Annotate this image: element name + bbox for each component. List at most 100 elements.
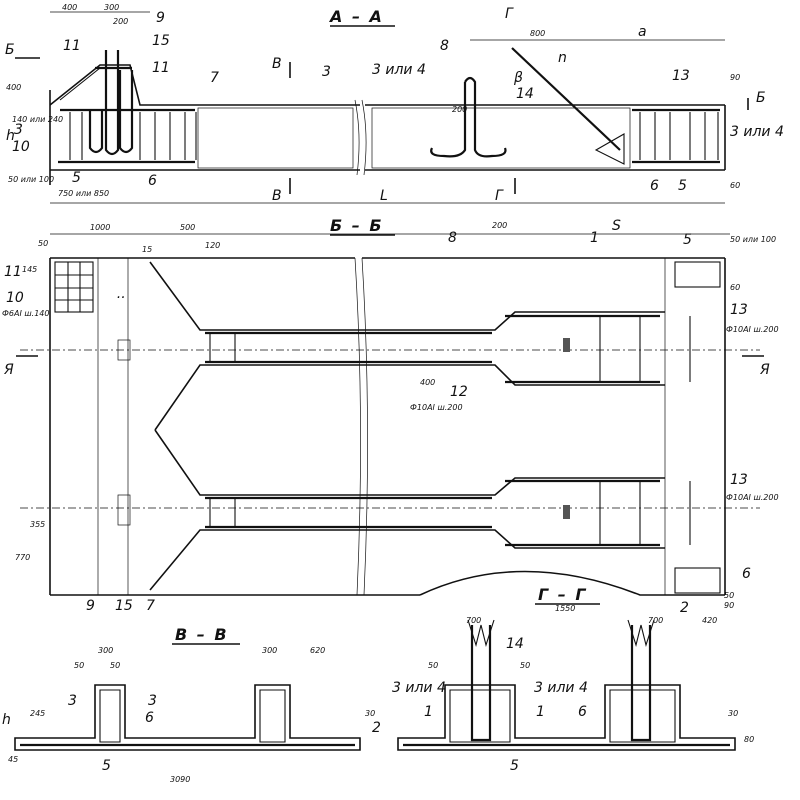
dim-800: 800: [530, 29, 545, 38]
note-13: Ф10АI ш.200: [726, 493, 779, 502]
inclined-rebar-14-end: [470, 625, 492, 742]
label-1: 1: [424, 704, 433, 720]
dim-620: 620: [310, 646, 325, 655]
dim-500: 500: [180, 223, 195, 232]
label-3: 3: [322, 64, 331, 80]
dim-50: 50: [110, 661, 120, 670]
dim-145: 145: [22, 265, 37, 274]
dim-30: 30: [728, 709, 738, 718]
dim-45: 45: [8, 755, 18, 764]
section-title-bb: Б – Б: [330, 216, 384, 235]
label-3: 3: [148, 693, 157, 709]
dim-400: 400: [62, 3, 77, 12]
break-line: [361, 99, 367, 176]
dim-700: 700: [466, 616, 481, 625]
section-title-vv: В – В: [175, 625, 229, 644]
loop-rebar: [88, 110, 104, 154]
inclined-rebar-end: [594, 133, 625, 165]
label-S: S: [612, 218, 621, 234]
cut-mark-v: В: [272, 188, 282, 204]
label-5: 5: [510, 758, 519, 774]
label-14: 14: [516, 86, 534, 102]
label-2: 2: [680, 600, 689, 616]
dim-80: 80: [744, 735, 754, 744]
note-f6: Ф6АI ш.140: [2, 309, 49, 318]
beam-top-left: [49, 64, 360, 106]
gg-outline: [397, 684, 736, 751]
label-1: 1: [536, 704, 545, 720]
marker-dots: ··: [116, 290, 125, 306]
rib-outline: [154, 364, 665, 431]
rib-outline: [149, 529, 665, 591]
inclined-rebar-14-end: [630, 625, 652, 742]
label-8: 8: [448, 230, 457, 246]
note-12: Ф10АI ш.200: [410, 403, 463, 412]
vv-outline: [14, 684, 361, 751]
dim-90: 90: [724, 601, 734, 610]
label-13: 13: [730, 472, 748, 488]
dim-400: 400: [420, 378, 435, 387]
dim-90: 90: [730, 73, 740, 82]
dim-245: 245: [30, 709, 45, 718]
vv-stirrups: [99, 689, 286, 743]
dim-3090: 3090: [170, 775, 190, 784]
dim-50: 50: [724, 591, 734, 600]
dim-300: 300: [262, 646, 277, 655]
dim-300: 300: [104, 3, 119, 12]
cut-mark-b: Б: [5, 42, 15, 58]
dim-420: 420: [702, 616, 717, 625]
dim-50: 50: [520, 661, 530, 670]
label-3-or-4: 3 или 4: [392, 680, 446, 696]
stirrups: [69, 112, 197, 160]
label-13: 13: [672, 68, 690, 84]
dim-60: 60: [730, 181, 740, 190]
label-13: 13: [730, 302, 748, 318]
label-14: 14: [506, 636, 524, 652]
cut-mark-g: Г: [505, 6, 514, 22]
label-15: 15: [152, 33, 170, 49]
pocket: [117, 494, 131, 526]
dim-750-850: 750 или 850: [58, 189, 109, 198]
label-12: 12: [450, 384, 468, 400]
fork-end: [627, 619, 655, 648]
dim-200: 200: [452, 105, 467, 114]
dim-120: 120: [205, 241, 220, 250]
cut-mark-a: Я: [3, 362, 14, 378]
dim-200: 200: [492, 221, 507, 230]
label-h: h: [2, 712, 11, 728]
dim-50: 50: [38, 239, 48, 248]
dim-355: 355: [30, 520, 45, 529]
label-7: 7: [146, 598, 155, 614]
label-a: a: [638, 24, 647, 40]
section-vv: В – В 300 50 50 300 620 245 45 3090 30 h…: [2, 625, 381, 784]
gg-stirrups: [449, 689, 676, 743]
label-15: 15: [115, 598, 133, 614]
label-3: 3: [68, 693, 77, 709]
dim-700: 700: [648, 616, 663, 625]
label-3-or-4: 3 или 4: [372, 62, 426, 78]
label-5: 5: [72, 170, 81, 186]
label-L: L: [380, 188, 388, 204]
label-9: 9: [156, 10, 165, 26]
corner-mesh: [54, 261, 94, 313]
note-13: Ф10АI ш.200: [726, 325, 779, 334]
label-10: 10: [6, 290, 24, 306]
dim-15: 15: [142, 245, 152, 254]
label-5: 5: [683, 232, 692, 248]
embed-plate: [563, 505, 570, 519]
label-8: 8: [440, 38, 449, 54]
section-aa: А – А 400 300 200 11 9 15 11 7 3 10: [5, 3, 784, 204]
dim-1000: 1000: [90, 223, 110, 232]
end-rebar: [632, 108, 720, 164]
section-title-aa: А – А: [328, 7, 384, 26]
dim-770: 770: [15, 553, 30, 562]
section-bb: Б – Б 1000 500 50 15 120 145 8 200 S 5 5…: [2, 216, 779, 616]
inclined-rebar-14: [511, 47, 621, 151]
section-title-gg: Г – Г: [538, 585, 588, 604]
beam-web-blank: [371, 107, 631, 169]
loop-rebar: [118, 70, 134, 154]
dim-300: 300: [98, 646, 113, 655]
rib-stirrups: [209, 316, 691, 382]
slab-bottom-break: [419, 570, 725, 596]
